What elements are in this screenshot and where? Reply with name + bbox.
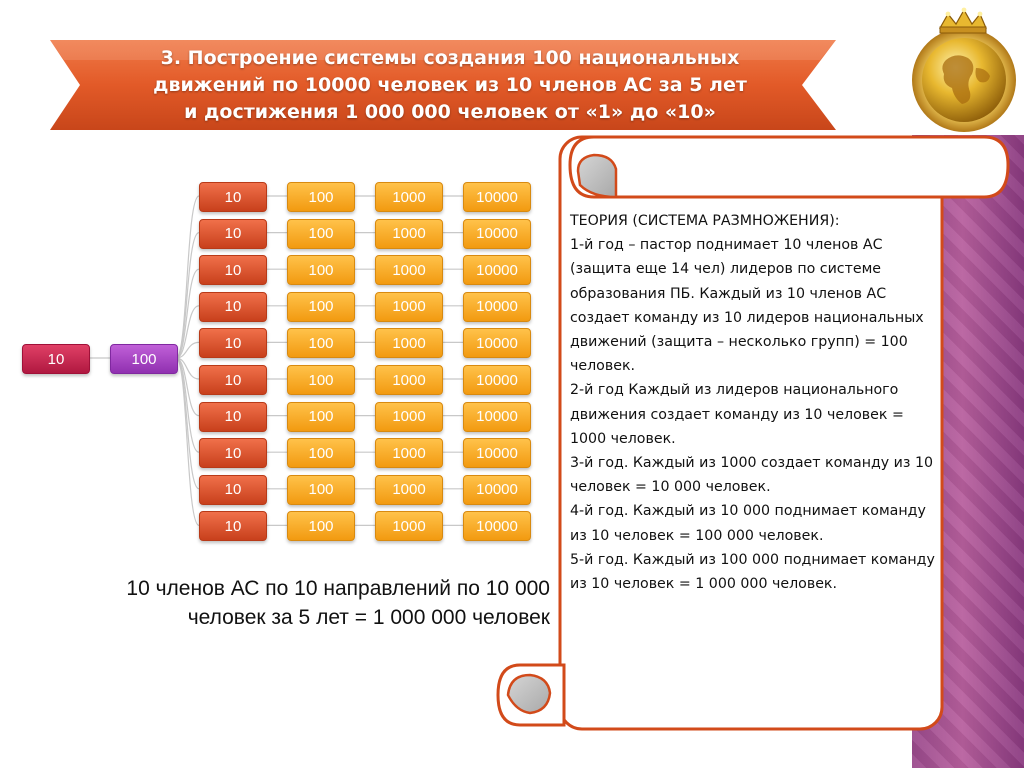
theory-text: ТЕОРИЯ (СИСТЕМА РАЗМНОЖЕНИЯ): 1-й год – … [570, 213, 935, 593]
node-thousand: 1000 [375, 182, 443, 212]
golden-globe-crown-icon [896, 2, 1024, 134]
node-tenthousand: 10000 [463, 255, 531, 286]
fan-connector [175, 357, 200, 526]
node-hundred: 100 [287, 511, 355, 542]
node-hundred: 100 [287, 365, 355, 395]
node-tenthousand: 10000 [463, 474, 531, 505]
summary-text: 10 членов АС по 10 направлений по 10 000… [126, 577, 550, 629]
node-ten: 10 [199, 255, 267, 286]
fan-connector [175, 357, 200, 490]
node-tenthousand: 10000 [463, 511, 531, 542]
node-ten: 10 [199, 291, 267, 322]
node-hundred: 100 [287, 401, 355, 432]
root-node-ten: 10 [22, 344, 90, 374]
fan-connector [175, 232, 200, 359]
node-thousand: 1000 [375, 291, 443, 322]
slide-title: 3. Построение системы создания 100 нацио… [153, 46, 747, 123]
node-ten: 10 [199, 328, 267, 359]
node-hundred: 100 [287, 255, 355, 286]
node-thousand: 1000 [375, 255, 443, 286]
fan-connector [175, 195, 200, 359]
node-hundred: 100 [287, 218, 355, 249]
node-thousand: 1000 [375, 511, 443, 542]
node-tenthousand: 10000 [463, 438, 531, 469]
node-tenthousand: 10000 [463, 365, 531, 395]
theory-scroll: ТЕОРИЯ (СИСТЕМА РАЗМНОЖЕНИЯ): 1-й год – … [494, 135, 1010, 733]
node-tenthousand: 10000 [463, 182, 531, 212]
node-thousand: 1000 [375, 365, 443, 395]
node-ten: 10 [199, 511, 267, 542]
node-hundred: 100 [287, 438, 355, 469]
growth-diagram: 10 100 10 100 1000 10000 10 100 1000 10000 10 100 10… [0, 0, 560, 560]
node-thousand: 1000 [375, 438, 443, 469]
node-ten: 10 [199, 474, 267, 505]
node-ten: 10 [199, 182, 267, 212]
node-ten: 10 [199, 218, 267, 249]
fan-connector [175, 357, 200, 417]
fan-connector [175, 268, 200, 359]
title-banner: 3. Построение системы создания 100 нацио… [50, 40, 836, 130]
fan-connector [175, 305, 200, 359]
node-thousand: 1000 [375, 401, 443, 432]
node-ten: 10 [199, 438, 267, 469]
node-hundred: 100 [287, 328, 355, 359]
root-node-hundred: 100 [110, 344, 178, 374]
diagram-connectors [89, 195, 463, 527]
node-thousand: 1000 [375, 218, 443, 249]
node-hundred: 100 [287, 291, 355, 322]
fan-connector [175, 341, 200, 359]
node-hundred: 100 [287, 182, 355, 212]
node-tenthousand: 10000 [463, 291, 531, 322]
node-hundred: 100 [287, 474, 355, 505]
node-tenthousand: 10000 [463, 328, 531, 359]
node-ten: 10 [199, 365, 267, 395]
node-ten: 10 [199, 401, 267, 432]
node-thousand: 1000 [375, 328, 443, 359]
node-tenthousand: 10000 [463, 218, 531, 249]
fan-connector [175, 357, 200, 453]
node-tenthousand: 10000 [463, 401, 531, 432]
node-thousand: 1000 [375, 474, 443, 505]
